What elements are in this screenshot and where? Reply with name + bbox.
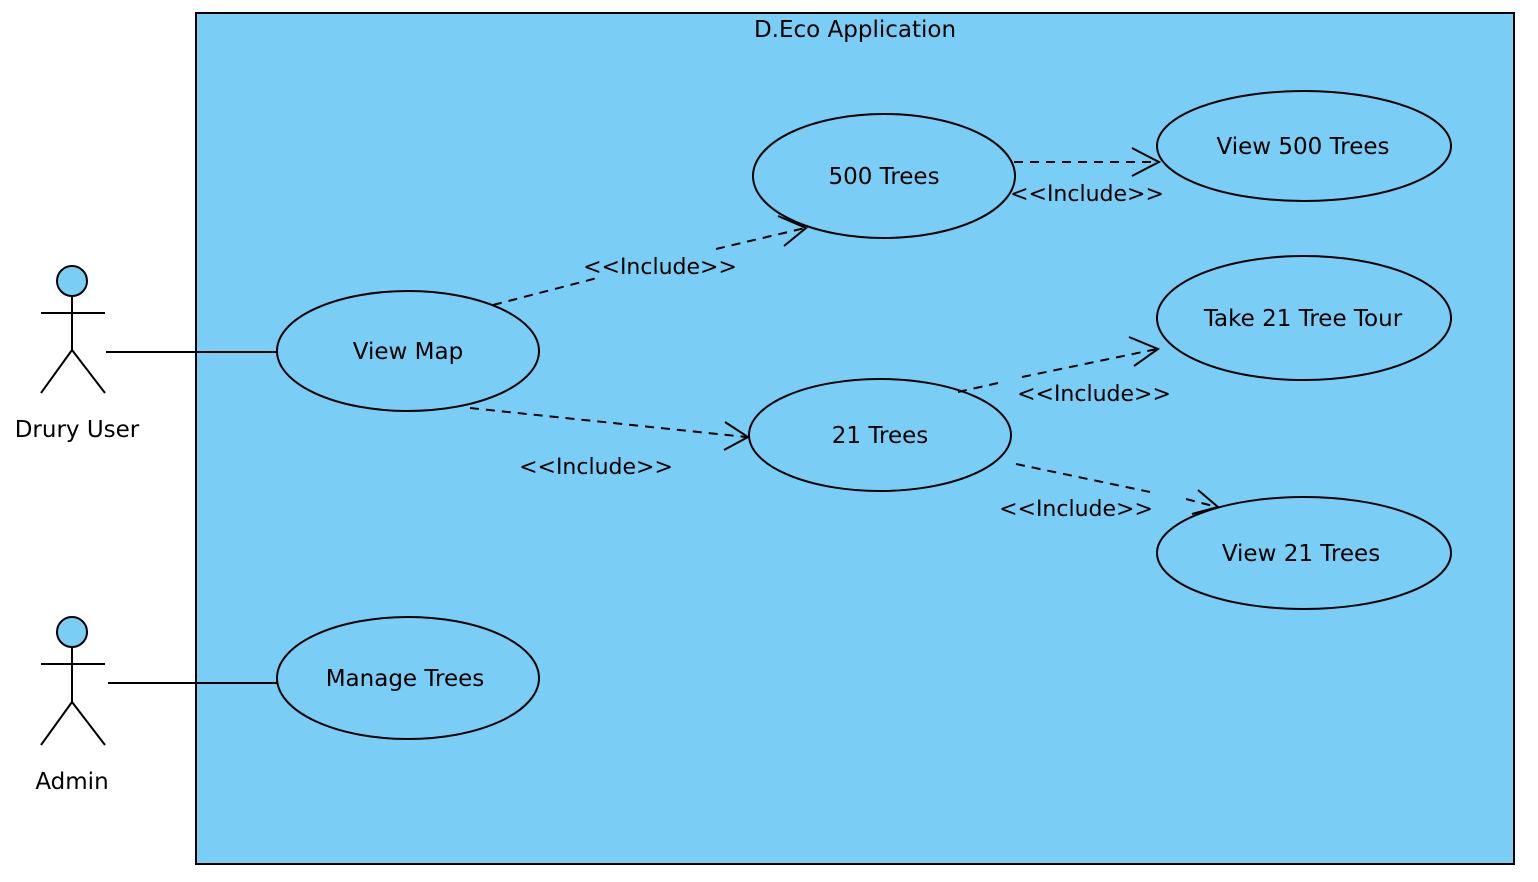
actor-right-leg <box>71 349 106 394</box>
arrowhead-icon <box>1191 489 1221 515</box>
arrowhead-icon <box>777 215 808 247</box>
actor-left-leg <box>40 349 73 394</box>
use-case-label: View 21 Trees <box>1222 541 1380 567</box>
use-case-manage-trees[interactable]: Manage Trees <box>276 616 540 740</box>
use-case-shape <box>752 113 1016 239</box>
actor-right-leg <box>71 701 106 746</box>
actor-admin[interactable]: Admin <box>35 616 109 795</box>
use-case-label: Take 21 Tree Tour <box>1203 306 1403 332</box>
actor-drury-user[interactable]: Drury User <box>15 265 140 443</box>
include-label: <<Include>> <box>999 497 1153 522</box>
include-view-map-21-trees[interactable]: <<Include>> <box>469 407 750 480</box>
include-21-trees-take-21-tree-tour[interactable]: <<Include>> <box>957 336 1171 407</box>
use-case-21-trees[interactable]: 21 Trees <box>748 378 1012 492</box>
use-case-label: 21 Trees <box>832 423 928 449</box>
use-case-shape <box>1156 496 1452 610</box>
actor-label-drury-user: Drury User <box>15 417 140 443</box>
use-case-shape <box>276 616 540 740</box>
actor-label-admin: Admin <box>35 769 108 795</box>
actor-head <box>56 616 88 648</box>
use-case-shape <box>276 290 540 412</box>
use-case-label: 500 Trees <box>828 164 939 190</box>
actor-left-leg <box>40 701 73 746</box>
include-label: <<Include>> <box>1010 182 1164 207</box>
use-case-view-21-trees[interactable]: View 21 Trees <box>1156 496 1452 610</box>
include-line <box>492 276 602 306</box>
use-case-view-map[interactable]: View Map <box>276 290 540 412</box>
include-500-trees-view-500-trees[interactable]: <<Include>> <box>1010 147 1164 207</box>
include-label: <<Include>> <box>583 255 737 280</box>
actor-head <box>56 265 88 297</box>
include-21-trees-view-21-trees[interactable]: <<Include>> <box>999 463 1221 522</box>
use-case-label: View Map <box>353 339 463 365</box>
system-title: D.Eco Application <box>754 17 956 43</box>
use-case-label: Manage Trees <box>326 666 485 692</box>
include-label: <<Include>> <box>1017 382 1171 407</box>
use-case-view-500-trees[interactable]: View 500 Trees <box>1156 90 1452 202</box>
use-case-take-21-tree-tour[interactable]: Take 21 Tree Tour <box>1156 255 1452 381</box>
use-case-shape <box>1156 255 1452 381</box>
arrowhead-icon <box>1131 147 1162 177</box>
include-label: <<Include>> <box>519 455 673 480</box>
include-view-map-500-trees[interactable]: <<Include>> <box>492 215 808 306</box>
include-line <box>469 407 747 438</box>
use-case-label: View 500 Trees <box>1216 134 1389 160</box>
include-line <box>1015 463 1151 493</box>
arrowhead-icon <box>723 421 750 451</box>
include-line <box>1021 348 1158 378</box>
include-line <box>1185 498 1218 508</box>
include-line <box>957 382 999 393</box>
use-case-shape <box>748 378 1012 492</box>
use-case-500-trees[interactable]: 500 Trees <box>752 113 1016 239</box>
arrowhead-icon <box>1128 336 1161 367</box>
use-case-shape <box>1156 90 1452 202</box>
